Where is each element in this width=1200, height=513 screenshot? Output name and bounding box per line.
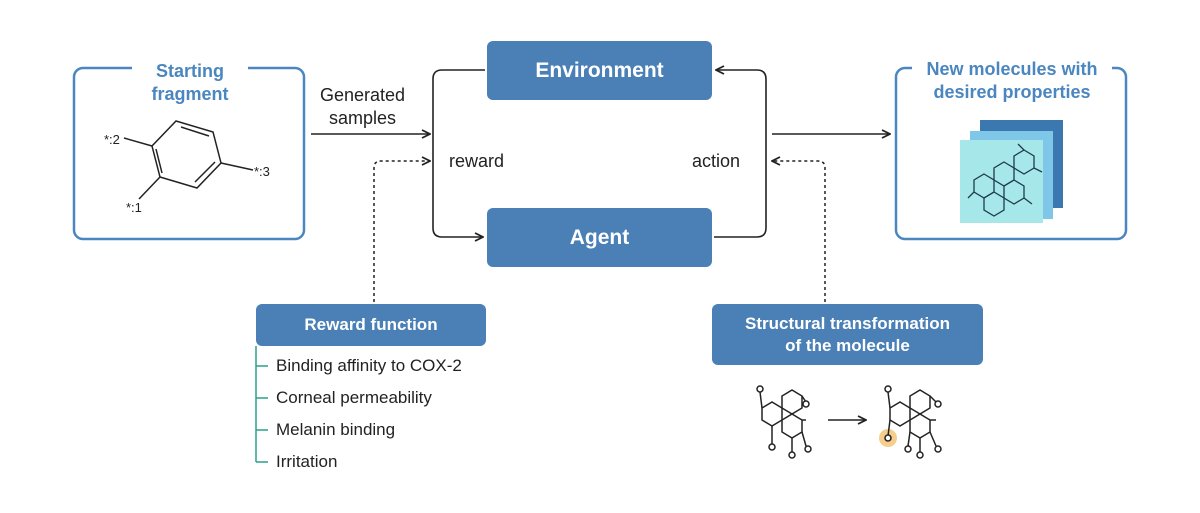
starting-fragment-title: Starting fragment — [132, 60, 248, 106]
atom-label-3: *:3 — [254, 164, 270, 179]
reward-loop-line — [432, 69, 485, 237]
structural-transformation-line1: Structural transformation — [745, 313, 950, 333]
reward-item-melanin-binding: Melanin binding — [276, 420, 396, 439]
reward-list-tree — [255, 346, 268, 463]
reward-item-binding-affinity: Binding affinity to COX-2 — [276, 356, 462, 375]
generated-samples-line1: Generated — [320, 85, 406, 105]
reward-item-irritation: Irritation — [276, 452, 338, 471]
agent-box: Agent — [487, 208, 712, 267]
transformation-dotted-arrow — [772, 161, 826, 302]
action-label: action — [692, 151, 741, 171]
reward-item-corneal-permeability: Corneal permeability — [276, 388, 432, 407]
reward-label: reward — [449, 151, 505, 171]
generated-samples-line2: samples — [329, 108, 397, 128]
reward-function-box: Reward function — [256, 304, 486, 346]
molecule-after — [884, 385, 942, 459]
benzene-fragment — [123, 120, 254, 200]
environment-box: Environment — [487, 41, 712, 100]
structural-transformation-box: Structural transformation of the molecul… — [712, 304, 983, 365]
new-molecules-title-line2: desired properties — [933, 82, 1091, 102]
structural-transformation-line2: of the molecule — [785, 335, 910, 355]
generated-samples-label: Generated samples — [320, 84, 405, 130]
action-loop-line — [714, 70, 767, 238]
atom-label-1: *:1 — [126, 200, 142, 215]
new-molecules-title-line1: New molecules with — [926, 59, 1098, 79]
atom-label-2: *:2 — [104, 132, 120, 147]
molecule-before — [756, 385, 812, 459]
starting-fragment-title-line1: Starting — [155, 61, 224, 81]
starting-fragment-title-line2: fragment — [151, 84, 229, 104]
molecule-cards — [960, 120, 1063, 223]
new-molecules-title: New molecules with desired properties — [912, 58, 1112, 104]
reward-function-dotted-arrow — [373, 161, 430, 302]
